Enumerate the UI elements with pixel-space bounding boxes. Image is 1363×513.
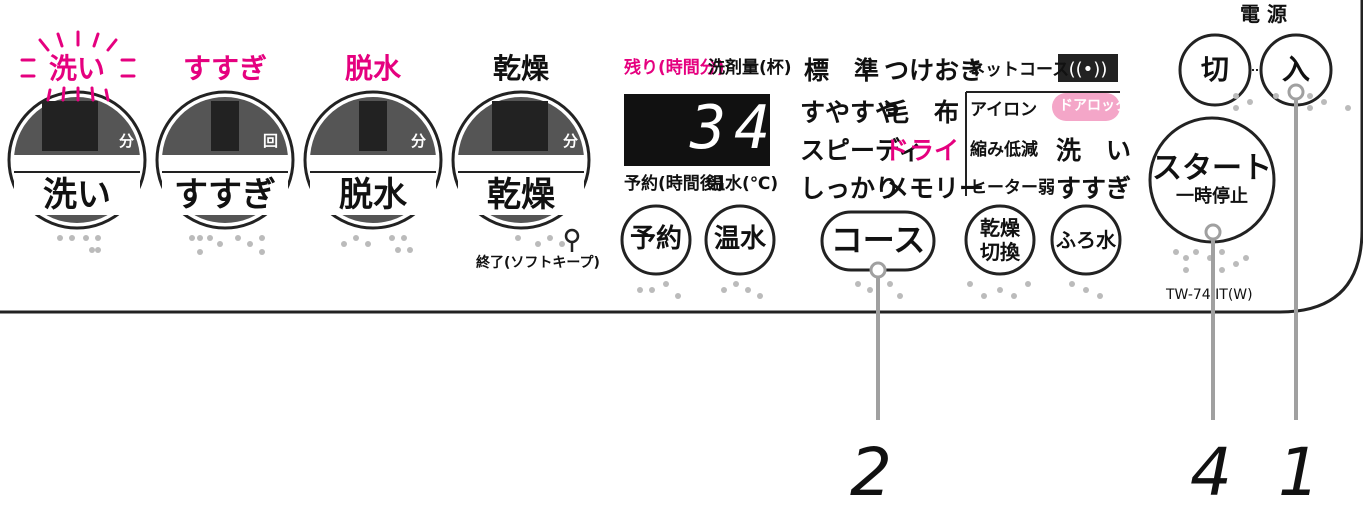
remaining-label: 残り(時間分) [624, 58, 725, 78]
dial-rinse-top-label: すすぎ [182, 52, 267, 85]
door-lock-pill [1052, 93, 1120, 121]
dry-switch-button-line1[interactable]: 乾燥 [980, 216, 1020, 240]
callout-2: 2 [850, 434, 892, 511]
braille-dots [57, 93, 1351, 299]
network-icon: ((•)) [1069, 59, 1108, 80]
course-tsukeoki: つけおき [884, 56, 985, 85]
dial-rinse-unit: 回 [263, 132, 279, 150]
warm-button-ring [704, 204, 776, 276]
course-speedy: スピーディ [800, 136, 924, 165]
warm-water-label: 温水(℃) [708, 174, 779, 194]
power-off-button[interactable]: 切 [1200, 53, 1229, 86]
end-indicator-lamp [564, 228, 580, 244]
model-number: TW-74 IT(W) [1166, 287, 1253, 303]
course-blanket: 毛 布 [884, 98, 960, 127]
wash-highlight-rays [20, 30, 136, 102]
timer-label: 予約(時間後) [624, 174, 725, 194]
dial-dry-unit: 分 [563, 132, 579, 150]
warm-water-button[interactable]: 温水 [713, 224, 766, 254]
display-digits: 34 [690, 93, 779, 163]
off-button-ring [1178, 33, 1252, 107]
dial-wash-top-label: 洗い [48, 52, 105, 85]
course-heater-low: ヒーター弱 [970, 178, 1055, 198]
dial-dry-button[interactable]: 乾燥 [487, 175, 555, 215]
dial-wash-unit: 分 [119, 132, 135, 150]
dial-dry [451, 90, 591, 230]
timer-button[interactable]: 予約 [629, 224, 682, 254]
end-soft-keep-label: 終了(ソフトキープ) [476, 255, 600, 271]
detergent-label: 洗剤量(杯) [708, 58, 792, 78]
bath-water-button[interactable]: ふろ水 [1056, 228, 1116, 252]
course-standard: 標 準 [804, 56, 880, 85]
dial-spin-unit: 分 [411, 132, 427, 150]
door-lock-label: ドアロック [1059, 98, 1129, 114]
course-shikkari: しっかり [800, 174, 901, 203]
dry-switch-button-ring [964, 204, 1036, 276]
dial-wash [7, 90, 147, 230]
dial-rinse [155, 90, 295, 230]
option-wash: 洗 い [1056, 136, 1132, 165]
dial-spin [303, 90, 443, 230]
callout-4: 4 [1190, 434, 1232, 511]
leader-lines [876, 92, 1298, 420]
option-rinse: すすぎ [1056, 174, 1132, 203]
dial-spin-top-label: 脱水 [344, 52, 401, 85]
network-icon-box [1058, 54, 1118, 82]
power-on-button[interactable]: 入 [1281, 53, 1310, 86]
course-iron: アイロン [970, 100, 1038, 120]
course-dry: ドライ [884, 136, 960, 165]
leader-dots [869, 83, 1305, 279]
dial-rinse-button[interactable]: すすぎ [174, 175, 276, 215]
dry-switch-button-line2[interactable]: 切換 [980, 240, 1020, 264]
callout-1: 1 [1278, 434, 1320, 511]
course-net: ネットコース [968, 60, 1070, 80]
digital-display [624, 94, 770, 166]
panel-outline [0, 0, 1363, 314]
dial-spin-button[interactable]: 脱水 [339, 175, 407, 215]
course-button[interactable]: コース [830, 221, 926, 259]
course-suyasuya: すやすや [800, 98, 901, 127]
start-button[interactable]: スタート [1152, 151, 1272, 186]
course-memory: メモリー [884, 174, 985, 203]
course-shrink-reduce: 縮み低減 [970, 140, 1038, 160]
dial-wash-button[interactable]: 洗い [43, 175, 111, 215]
dial-dry-top-label: 乾燥 [492, 52, 549, 85]
pause-button[interactable]: 一時停止 [1176, 186, 1248, 207]
bath-water-button-ring [1050, 204, 1122, 276]
timer-button-ring [620, 204, 692, 276]
power-label: 電 源 [1240, 2, 1287, 26]
